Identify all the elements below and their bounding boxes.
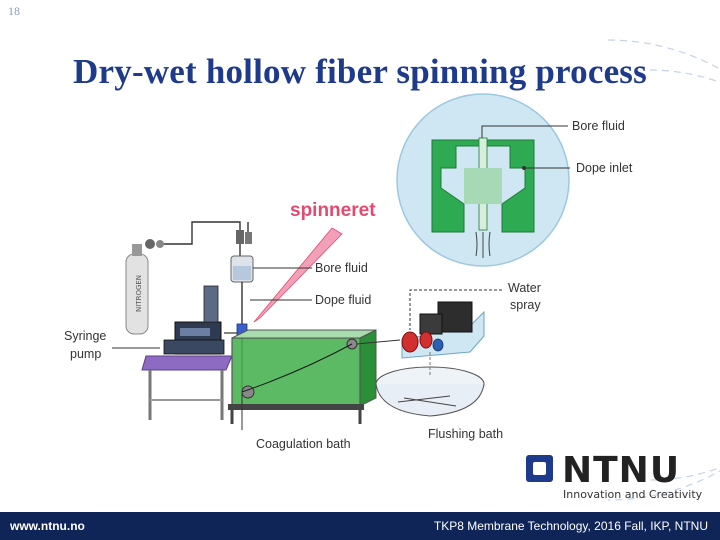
fiber-to-takeup [356,339,401,345]
ntnu-logo-mark [526,455,553,482]
gas-valve-2 [245,232,252,244]
spinneret-detail: Bore fluid Dope inlet [396,93,633,267]
flushing-bath [375,352,485,417]
coagulation-bath-label: Coagulation bath [256,437,351,451]
bore-fluid-label: Bore fluid [315,261,368,275]
dope-fluid-label: Dope fluid [315,293,371,307]
pump-stand [141,355,233,420]
gas-cylinder: NITROGEN [125,239,164,335]
slide-title: Dry-wet hollow fiber spinning process [73,52,647,91]
water-spray-unit [401,301,485,359]
dope-channel [464,168,502,204]
water-spray-leader [409,289,502,330]
spinneret-pointer-arrow [253,227,343,323]
bore-fluid-reservoir [230,255,254,283]
ntnu-logo-tagline: Innovation and Creativity [563,488,703,501]
gas-line [164,221,249,256]
ntnu-logo-name: NTNU [562,450,681,491]
flushing-bath-label: Flushing bath [428,427,503,441]
footer-course-info: TKP8 Membrane Technology, 2016 Fall, IKP… [433,519,708,533]
slide-number: 18 [8,4,20,18]
gas-valve [236,230,244,244]
detail-leaders [481,125,570,169]
fluid-leaders [250,267,312,301]
footer-bar: www.ntnu.no TKP8 Membrane Technology, 20… [0,512,720,540]
spinneret-label: spinneret [290,200,376,221]
syringe-pump-label-line1: Syringe [64,329,106,343]
gas-cylinder-label: NITROGEN [135,275,143,312]
extruded-fiber [475,231,491,258]
decorative-arcs [607,39,720,501]
water-spray-label-line1: Water [508,281,541,295]
footer-url[interactable]: www.ntnu.no [10,519,85,533]
syringe-pump-label-line2: pump [70,347,101,361]
bore-fluid-detail-label: Bore fluid [572,119,625,133]
water-spray-label-line2: spray [510,298,541,312]
syringe-pump [163,285,225,355]
coagulation-bath [228,329,377,424]
spinneret-body [431,139,535,233]
dope-inlet-label: Dope inlet [576,161,633,175]
